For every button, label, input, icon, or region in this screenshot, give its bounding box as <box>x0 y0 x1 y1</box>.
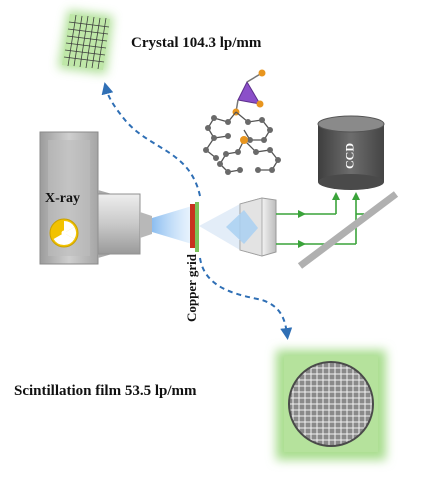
arrow-to-crystal <box>101 82 201 197</box>
copper-grid <box>190 202 199 252</box>
ccd-camera <box>317 115 385 190</box>
light-cone <box>199 204 240 250</box>
scintillation-image <box>276 350 386 460</box>
xray-source <box>39 131 152 265</box>
crystal-grid-lines <box>63 14 110 70</box>
green-light-paths <box>276 192 364 248</box>
radiation-icon <box>49 218 79 248</box>
scintillation-label: Scintillation film 53.5 lp/mm <box>14 383 197 399</box>
arrow-to-scintillation <box>199 257 293 340</box>
molecule-structure-icon <box>203 69 281 175</box>
crystal-image <box>58 10 113 74</box>
ccd-label: CCD <box>342 143 357 169</box>
copper-grid-label: Copper grid <box>184 253 199 323</box>
mirror-icon <box>297 191 399 269</box>
xray-beam <box>152 206 192 244</box>
lens-icon <box>226 197 277 257</box>
xray-label: X-ray <box>45 191 80 206</box>
crystal-label: Crystal 104.3 lp/mm <box>131 35 262 51</box>
